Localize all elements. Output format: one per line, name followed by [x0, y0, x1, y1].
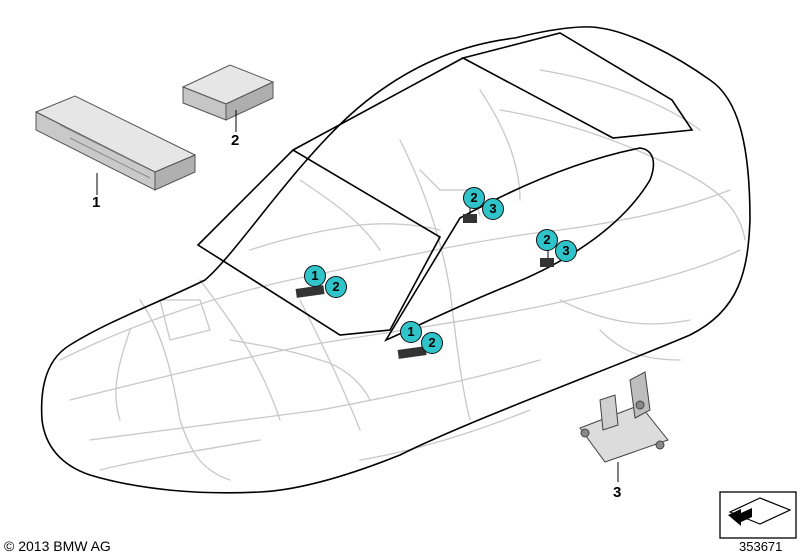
image-number: 353671 — [739, 539, 783, 554]
module-rear-right — [540, 258, 554, 267]
callout-rear-right-3: 3 — [555, 240, 577, 262]
callout-rear-right-2: 2 — [536, 229, 558, 251]
callout-rear-left-3: 3 — [482, 198, 504, 220]
part-label-3: 3 — [613, 484, 622, 501]
module-rear-left — [463, 214, 477, 223]
module-center — [397, 346, 427, 359]
callout-dash-1: 1 — [304, 265, 326, 287]
callout-dash-2: 2 — [325, 276, 347, 298]
rear-window-outline — [460, 32, 694, 139]
roof-line — [292, 57, 464, 151]
callout-rear-left-2: 2 — [463, 187, 485, 209]
callout-center-2: 2 — [421, 332, 443, 354]
control-unit-1 — [34, 95, 197, 191]
windshield-outline — [196, 148, 442, 336]
part-label-1: 1 — [92, 194, 101, 211]
part-label-2: 2 — [231, 132, 240, 149]
bracket-3 — [579, 371, 669, 463]
car-body-outline — [40, 26, 751, 494]
side-window-outline — [383, 147, 655, 342]
copyright-text: © 2013 BMW AG — [4, 538, 111, 554]
orientation-arrow-icon — [719, 491, 797, 539]
callout-center-1: 1 — [400, 321, 422, 343]
control-unit-2 — [181, 64, 275, 121]
module-dash — [295, 285, 325, 298]
car-outline — [40, 26, 751, 494]
